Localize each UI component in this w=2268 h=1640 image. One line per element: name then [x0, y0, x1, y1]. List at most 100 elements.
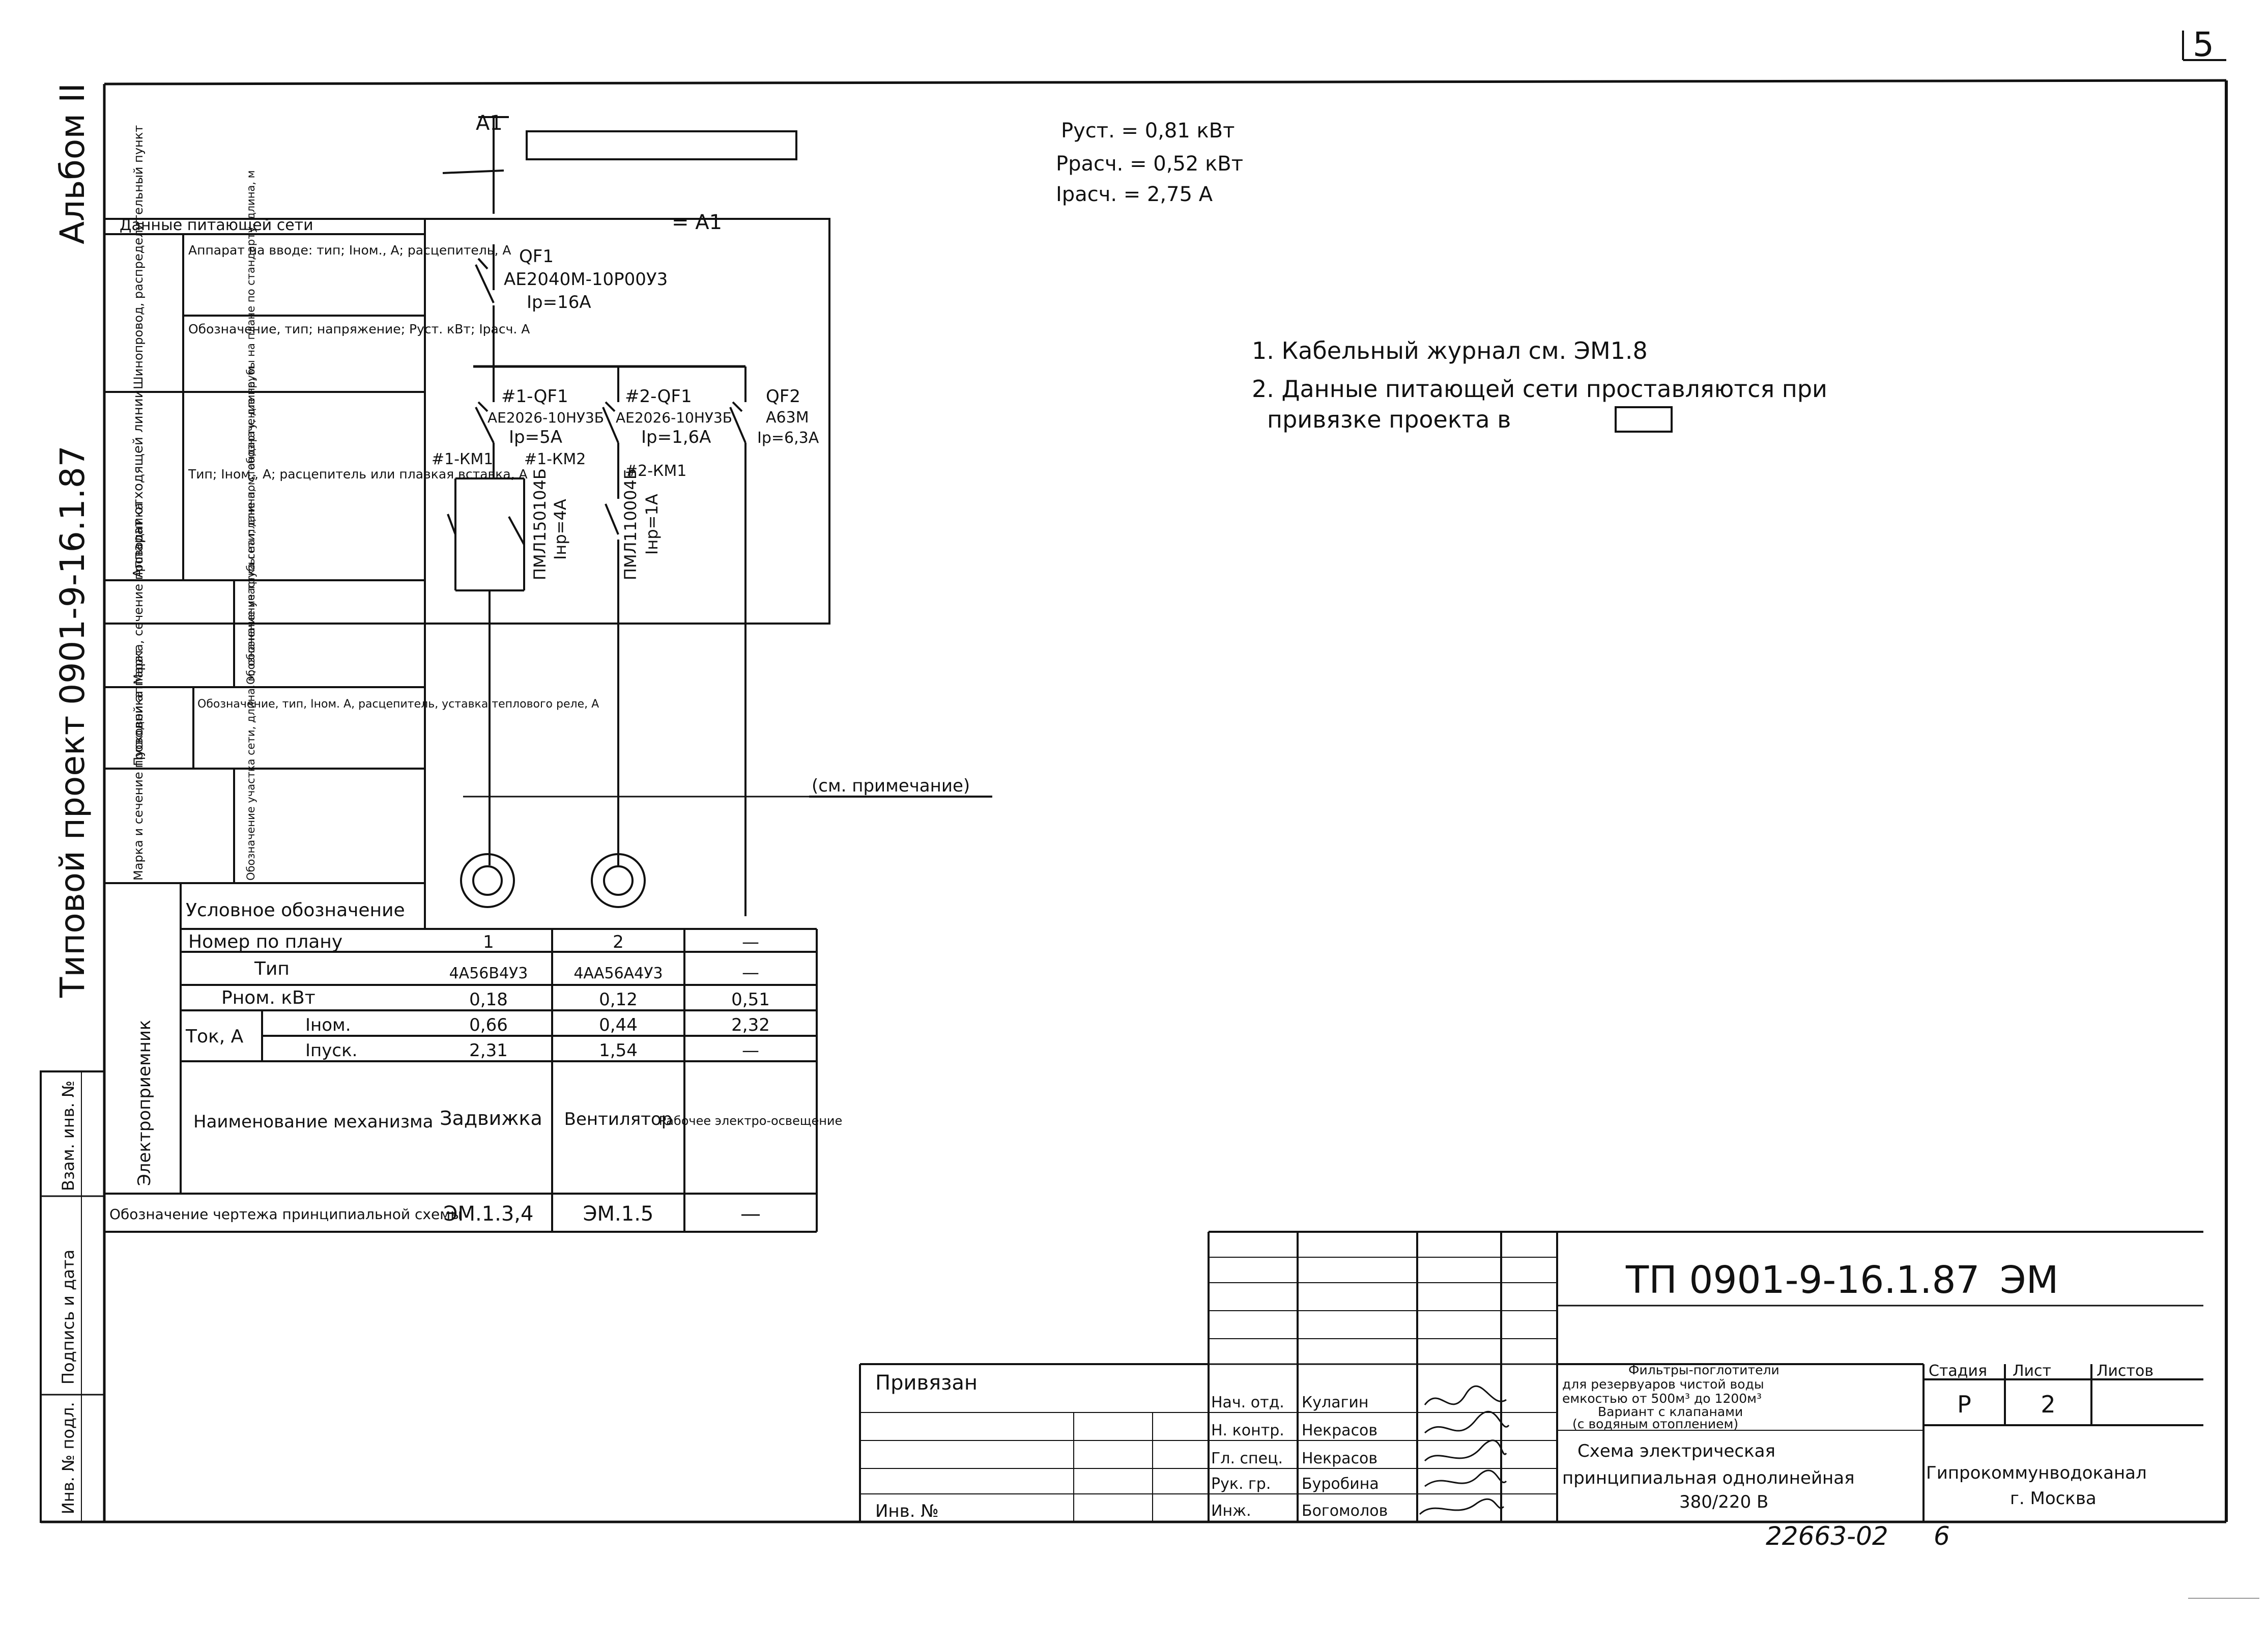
- archive-number: 22663-02: [1766, 1521, 1888, 1551]
- branch-1-km-b: #1-КМ2: [524, 450, 586, 468]
- sheet-number: 5: [2193, 25, 2214, 64]
- type-1: 4А56В4У3: [449, 965, 528, 982]
- load-summary: Руст. = 0,81 кВт Ррасч. = 0,52 кВт Iрасч…: [1056, 119, 1243, 206]
- side-field-inv: Инв. № подл.: [59, 1402, 78, 1514]
- note-2-cont: привязке проекта в: [1267, 406, 1511, 433]
- branch-1-setting: Iр=5А: [509, 427, 562, 447]
- title-block-text: ТП 0901-9-16.1.87 ЭМ Привязан Инв. № Нач…: [875, 1258, 2154, 1551]
- organization-city: г. Москва: [2010, 1488, 2097, 1509]
- note-blank-box: [1615, 406, 1673, 433]
- supply-header: Данные питающей сети: [120, 216, 313, 234]
- stage-header: Стадия: [1929, 1362, 1987, 1380]
- name-5: Богомолов: [1302, 1502, 1388, 1520]
- scheme-title-1: Схема электрическая: [1577, 1441, 1775, 1461]
- see-note-label: (см. примечание): [812, 776, 970, 796]
- branch-1-qf-type: АЕ2026-10НУ3Б: [487, 409, 604, 426]
- i-start-2: 1,54: [599, 1040, 638, 1061]
- i-nom-1: 0,66: [469, 1015, 508, 1035]
- scheme-title-3: 380/220 В: [1679, 1492, 1768, 1512]
- name-2: Некрасов: [1302, 1422, 1377, 1439]
- qf2-ref: QF2: [766, 386, 800, 407]
- sheets-header: Листов: [2097, 1362, 2154, 1380]
- branch-1-km-a: #1-КМ1: [432, 450, 493, 468]
- side-stamp: Инв. № подл. Подпись и дата Взам. инв. №…: [40, 83, 105, 1523]
- drawing-ref-3: —: [740, 1202, 761, 1226]
- desc-line-4: Вариант с клапанами: [1598, 1404, 1743, 1419]
- power-3: 0,51: [731, 989, 770, 1010]
- desc-line-5: (с водяным отоплением): [1572, 1417, 1738, 1431]
- plan-number-1: 1: [483, 932, 494, 952]
- notes: 1. Кабельный журнал см. ЭМ1.8 2. Данные …: [1252, 337, 1827, 433]
- group-label-starter: Пусковой аппарат: [131, 648, 146, 766]
- i-start-1: 2,31: [469, 1040, 508, 1061]
- left-table-text: Данные питающей сети Шинопровод, распред…: [120, 125, 599, 921]
- mechanism-3: Рабочее электро-освещение: [659, 1114, 843, 1128]
- qf1-type: АЕ2040М-10Р00У3: [504, 269, 668, 290]
- type-3: —: [742, 963, 759, 983]
- qf2-setting: Iр=6,3А: [757, 429, 819, 447]
- qf1-setting: Iр=16А: [527, 292, 591, 313]
- group-label-conductor-2: Марка и сечение проводника: [131, 691, 146, 881]
- i-nom-2: 0,44: [599, 1015, 638, 1035]
- current-label: Ток, А: [185, 1026, 244, 1047]
- mechanism-name-label: Наименование механизма: [193, 1112, 433, 1132]
- row-label-type: Тип: [254, 958, 290, 979]
- project-code: ТП 0901-9-16.1.87: [1625, 1258, 1980, 1302]
- desc-line-2: для резервуаров чистой воды: [1562, 1377, 1764, 1392]
- drawing-ref-label: Обозначение чертежа принципиальной схемы: [109, 1206, 462, 1223]
- sheet-header: Лист: [2013, 1362, 2051, 1380]
- mechanism-2: Вентилятор: [564, 1109, 673, 1129]
- role-4: Рук. гр.: [1211, 1475, 1271, 1493]
- i-start-3: —: [742, 1040, 759, 1061]
- drawing-ref-1: ЭМ.1.3,4: [444, 1202, 534, 1226]
- row-outgoing-device: Тип; Iном., А; расцепитель или плавкая в…: [188, 467, 528, 482]
- side-field-replaced: Взам. инв. №: [59, 1081, 78, 1191]
- branch-1-rating: Iнр=4А: [551, 499, 570, 560]
- bus-mid-label: = А1: [672, 211, 722, 234]
- side-field-signature: Подпись и дата: [59, 1250, 78, 1384]
- plan-number-3: —: [742, 932, 759, 952]
- schematic: [442, 116, 992, 916]
- branch-2-setting: Iр=1,6А: [641, 427, 711, 447]
- branch-1-qf: #1-QF1: [501, 386, 568, 407]
- organization: Гипрокоммунводоканал: [1926, 1463, 2147, 1483]
- role-1: Нач. отд.: [1211, 1394, 1284, 1411]
- motor-2-symbol: [591, 853, 646, 908]
- motor-1-symbol: [460, 853, 515, 908]
- mechanism-1: Задвижка: [440, 1107, 542, 1129]
- row-designation: Обозначение, тип; напряжение; Руст. кВт;…: [188, 322, 530, 336]
- i-nom-3: 2,32: [731, 1015, 770, 1035]
- branch-2-qf-type: АЕ2026-10НУ3Б: [616, 409, 732, 426]
- desc-line-3: емкостью от 500м³ до 1200м³: [1562, 1391, 1762, 1406]
- row-starter: Обозначение, тип, Iном. А, расцепитель, …: [197, 698, 599, 711]
- row-label-plan-number: Номер по плану: [188, 931, 342, 952]
- branch-2-qf: #2-QF1: [625, 386, 692, 407]
- name-4: Буробина: [1302, 1475, 1379, 1493]
- row-conductor-1: Обозначение участка сети; длина, м; обоз…: [245, 170, 257, 685]
- sheet-value: 2: [2041, 1391, 2055, 1418]
- project-mark: ЭМ: [2000, 1258, 2059, 1302]
- qf2-type: А63М: [766, 409, 809, 427]
- role-5: Инж.: [1211, 1502, 1251, 1520]
- receivers-table: Электроприемник Номер по плану 1 2 — Тип…: [109, 931, 842, 1226]
- row-label-i-start: Iпуск.: [305, 1040, 357, 1061]
- group-label-bus: Шинопровод, распределительный пункт: [131, 125, 146, 389]
- side-album: Альбом II: [53, 83, 92, 244]
- side-title: Типовой проект 0901-9-16.1.87: [53, 445, 92, 998]
- group-label-conductor: Марка, сечение проводника: [131, 503, 146, 685]
- load-p-ust: Руст. = 0,81 кВт: [1061, 119, 1235, 143]
- row-input-device: Аппарат на вводе: тип; Iном., А; расцепи…: [188, 243, 511, 258]
- note-1: 1. Кабельный журнал см. ЭМ1.8: [1252, 337, 1648, 364]
- plan-number-2: 2: [613, 932, 624, 952]
- power-1: 0,18: [469, 989, 508, 1010]
- load-p-rasch: Ррасч. = 0,52 кВт: [1056, 152, 1243, 176]
- row-label-i-nom: Iном.: [305, 1015, 351, 1035]
- role-2: Н. контр.: [1211, 1422, 1284, 1439]
- name-1: Кулагин: [1302, 1394, 1368, 1411]
- top-label-box: [526, 130, 797, 160]
- left-table: [103, 218, 830, 1233]
- inv-label: Инв. №: [875, 1501, 939, 1521]
- bus-top-label: А1: [476, 111, 503, 135]
